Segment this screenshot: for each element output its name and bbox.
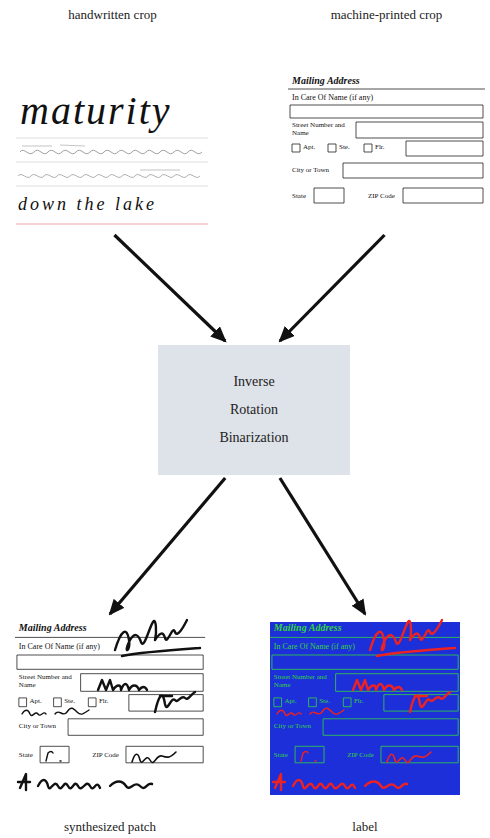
caption: handwritten crop: [68, 6, 156, 24]
form-label: Ste.: [64, 697, 75, 705]
form-label: Apt.: [303, 143, 315, 151]
form-label: Apt.: [284, 697, 296, 705]
form-label: State: [274, 751, 288, 759]
form-label: Flr.: [99, 697, 109, 705]
form-label: Mailing Address: [274, 622, 342, 634]
form-label: Street Number and Name: [292, 121, 352, 137]
form-label: Ste.: [339, 143, 350, 151]
form-label: State: [292, 192, 306, 200]
form-label: ZIP Code: [368, 192, 395, 200]
caption: machine-printed crop: [331, 6, 443, 24]
arrow-connector: [110, 478, 225, 614]
form-label: State: [19, 751, 33, 759]
handwritten-scan: [16, 138, 208, 224]
form-label: Street Number and Name: [19, 673, 77, 689]
form-label: In Care Of Name (if any): [274, 642, 355, 651]
caption: synthesized patch: [64, 818, 156, 836]
form-label: In Care Of Name (if any): [19, 642, 100, 651]
form-label: Flr.: [375, 143, 385, 151]
form-label: Street Number and Name: [274, 673, 332, 689]
arrow-connector: [280, 235, 385, 341]
form-label: In Care Of Name (if any): [292, 93, 373, 102]
form-label: Mailing Address: [292, 75, 360, 87]
handwriting: maturity: [20, 88, 172, 134]
form-label: Mailing Address: [19, 622, 87, 634]
form-label: Ste.: [319, 697, 330, 705]
form-label: City or Town: [19, 722, 56, 730]
arrow-connector: [280, 478, 365, 614]
form-label: City or Town: [292, 166, 329, 174]
form-label: ZIP Code: [347, 751, 374, 759]
form-label: City or Town: [274, 722, 311, 730]
caption: label: [352, 818, 377, 836]
form-label: Flr.: [354, 697, 364, 705]
form-label: Apt.: [29, 697, 41, 705]
handwriting: down the lake: [18, 194, 157, 215]
process-box: Inverse Rotation Binarization: [158, 345, 350, 475]
process-label: Inverse Rotation Binarization: [209, 368, 299, 452]
form-label: ZIP Code: [92, 751, 119, 759]
arrow-connector: [114, 235, 225, 341]
